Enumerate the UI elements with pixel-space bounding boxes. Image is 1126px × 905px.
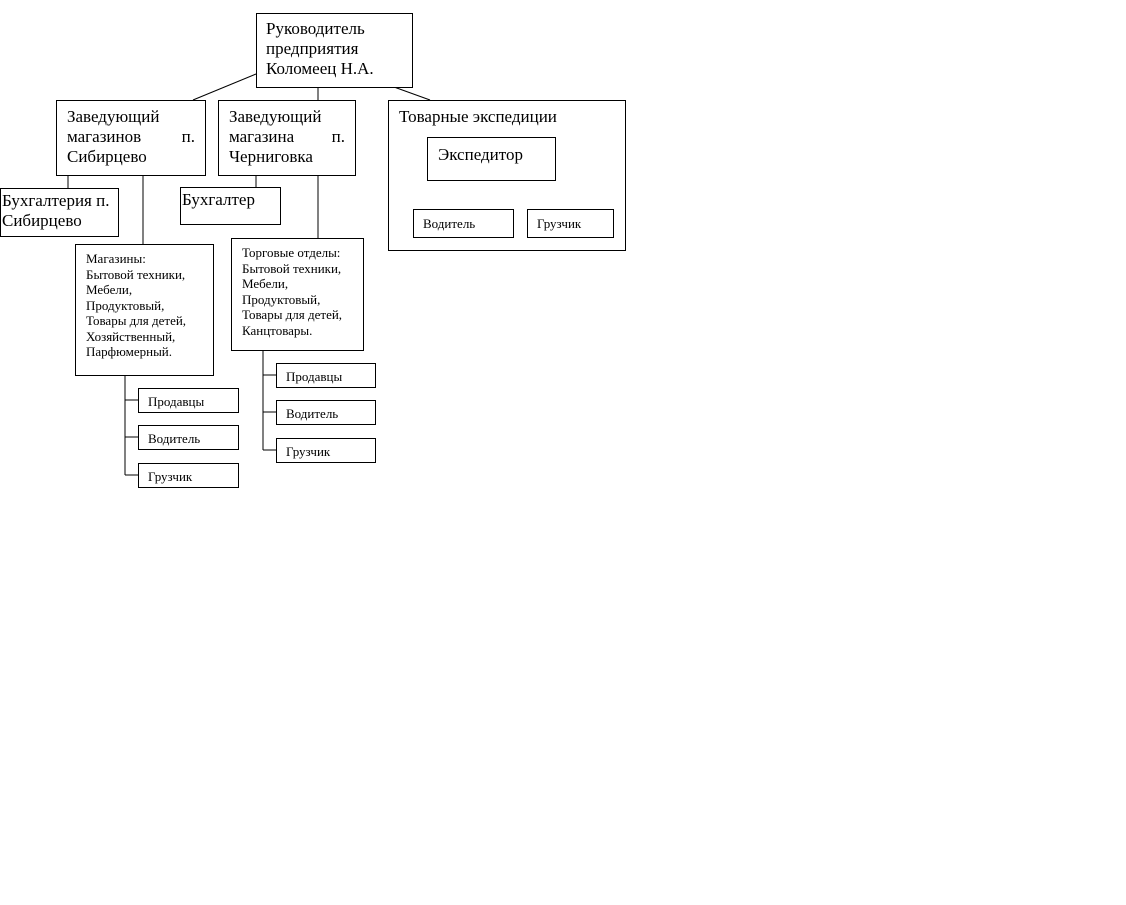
sibirtsevo-driver-box: Водитель [138, 425, 239, 450]
director-name: Коломеец Н.А. [266, 59, 374, 78]
forwarder-box: Экспедитор [427, 137, 556, 181]
director-title-line2: предприятия [266, 39, 359, 58]
sibirtsevo-accounting-label: Бухгалтерия п. Сибирцево [2, 191, 110, 230]
chernigovka-sellers-label: Продавцы [286, 369, 343, 384]
sibirtsevo-accounting-box: Бухгалтерия п. Сибирцево [0, 188, 119, 237]
forwarder-label: Экспедитор [438, 145, 523, 164]
chernigovka-driver-box: Водитель [276, 400, 376, 425]
sibirtsevo-stores-list: Магазины: Бытовой техники, Мебели, Проду… [86, 251, 187, 359]
expedition-driver-label: Водитель [423, 216, 476, 231]
sibirtsevo-stores-box: Магазины: Бытовой техники, Мебели, Проду… [75, 244, 214, 376]
sibirtsevo-sellers-label: Продавцы [148, 394, 205, 409]
chernigovka-manager-box: Заведующий магазина п. Черниговка [218, 100, 356, 176]
sibirtsevo-manager-box: Заведующий магазинов п. Сибирцево [56, 100, 206, 176]
chernigovka-loader-box: Грузчик [276, 438, 376, 463]
expedition-loader-box: Грузчик [527, 209, 614, 238]
expedition-loader-label: Грузчик [537, 216, 582, 231]
sibirtsevo-sellers-box: Продавцы [138, 388, 239, 413]
sibirtsevo-loader-label: Грузчик [148, 469, 193, 484]
chernigovka-loader-label: Грузчик [286, 444, 331, 459]
sibirtsevo-loader-box: Грузчик [138, 463, 239, 488]
chernigovka-departments-box: Торговые отделы: Бытовой техники, Мебели… [231, 238, 364, 351]
sibirtsevo-manager-label: Заведующий магазинов п. Сибирцево [67, 107, 195, 166]
director-box: Руководитель предприятия Коломеец Н.А. [256, 13, 413, 88]
expedition-driver-box: Водитель [413, 209, 514, 238]
director-title-line1: Руководитель [266, 19, 365, 38]
chernigovka-departments-list: Торговые отделы: Бытовой техники, Мебели… [242, 245, 343, 338]
chernigovka-manager-label: Заведующий магазина п. Черниговка [229, 107, 345, 166]
chernigovka-driver-label: Водитель [286, 406, 339, 421]
sibirtsevo-driver-label: Водитель [148, 431, 201, 446]
expeditions-title: Товарные экспедиции [399, 107, 557, 126]
chernigovka-sellers-box: Продавцы [276, 363, 376, 388]
chernigovka-accountant-label: Бухгалтер [182, 190, 255, 209]
chernigovka-accountant-box: Бухгалтер [180, 187, 281, 225]
